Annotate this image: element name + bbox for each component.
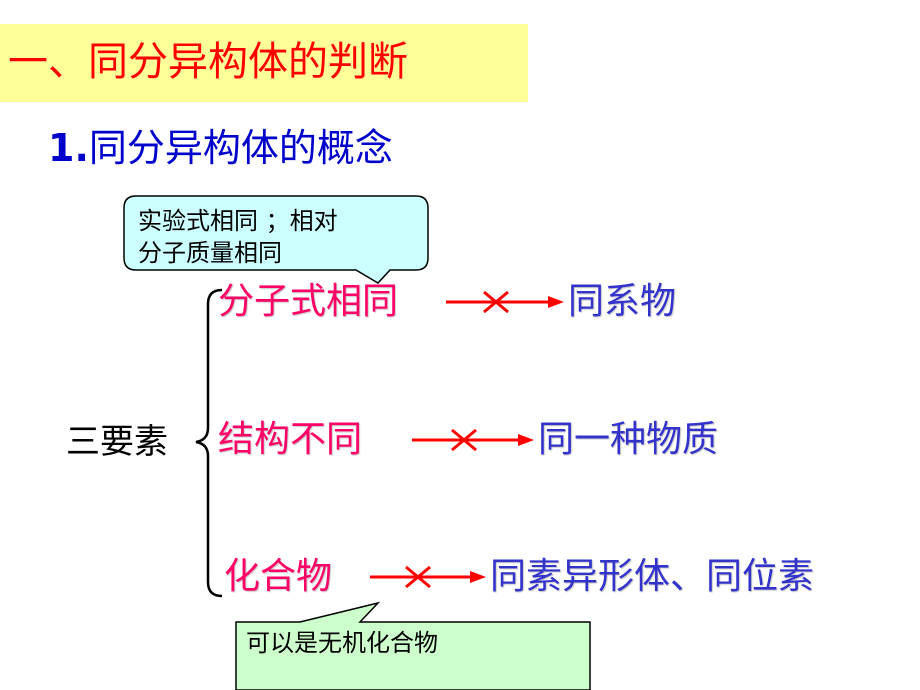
result-row-2: 同一种物质	[538, 419, 719, 460]
title-banner	[0, 24, 528, 102]
condition-row-1: 分子式相同	[218, 281, 399, 322]
condition-row-3: 化合物	[224, 556, 333, 597]
callout-bottom-shape	[235, 601, 591, 690]
condition-row-2: 结构不同	[218, 419, 363, 460]
section-number: 1.	[48, 126, 89, 170]
section-heading: 1.同分异构体的概念	[48, 124, 393, 172]
callout-top-shape	[123, 195, 429, 284]
three-elements-label: 三要素	[66, 422, 168, 462]
result-row-1: 同系物	[568, 281, 677, 322]
curly-brace	[195, 288, 223, 598]
callout-top-line1: 实验式相同 ；相对	[138, 207, 338, 235]
arrow-row-2	[412, 428, 534, 452]
callout-bottom-text: 可以是无机化合物	[246, 629, 438, 657]
page-title: 一、同分异构体的判断	[8, 39, 408, 85]
result-row-3: 同素异形体、同位素	[490, 556, 815, 597]
callout-top-line2: 分子质量相同	[138, 239, 282, 267]
arrow-row-1	[446, 290, 564, 314]
arrow-row-3	[370, 565, 486, 589]
section-heading-text: 同分异构体的概念	[88, 126, 393, 170]
